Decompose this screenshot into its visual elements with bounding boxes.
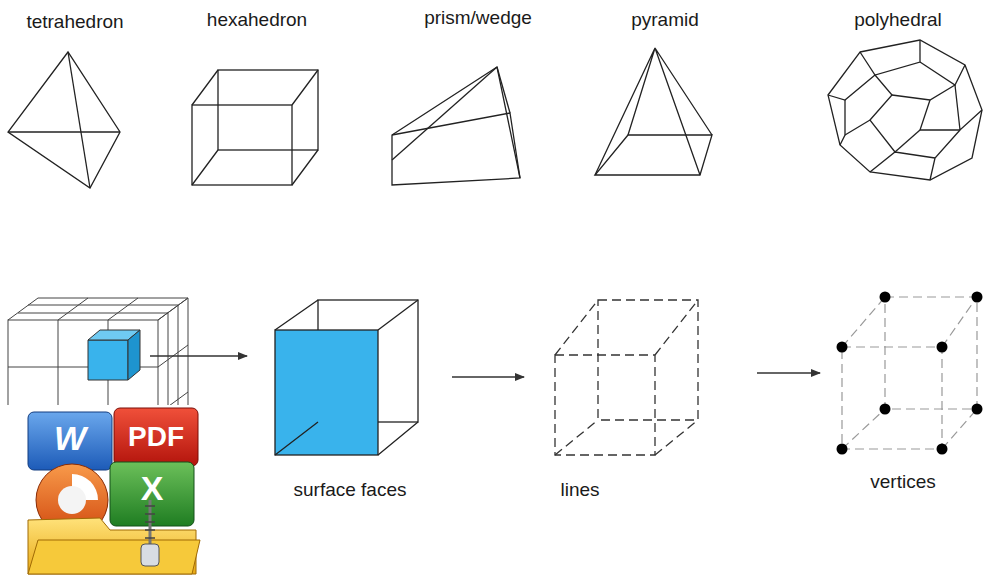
vertex-cube (837, 292, 983, 455)
polyhedral-figure (828, 40, 982, 180)
face-cube (275, 300, 418, 455)
pyramid-figure (595, 48, 712, 175)
step-name: vertices (870, 472, 935, 493)
wedge-figure (392, 67, 520, 185)
icon-letter: W (54, 420, 86, 457)
file-icons (0, 405, 200, 575)
shape-name: tetrahedron (26, 12, 123, 33)
tetrahedron-figure (8, 52, 120, 188)
step-name: lines (560, 480, 599, 501)
arrow (757, 372, 820, 373)
arrow (452, 376, 524, 377)
hexahedron-figure (192, 70, 318, 185)
shape-name: prism/wedge (424, 8, 532, 29)
shape-name: polyhedral (854, 10, 942, 31)
line-cube (555, 300, 698, 455)
step-name: surface faces (294, 480, 407, 501)
icon-letter: X (141, 470, 164, 507)
arrow (150, 355, 247, 356)
shape-name: pyramid (631, 10, 699, 31)
icon-letter: PDF (128, 422, 184, 453)
shape-name: hexahedron (207, 10, 307, 31)
